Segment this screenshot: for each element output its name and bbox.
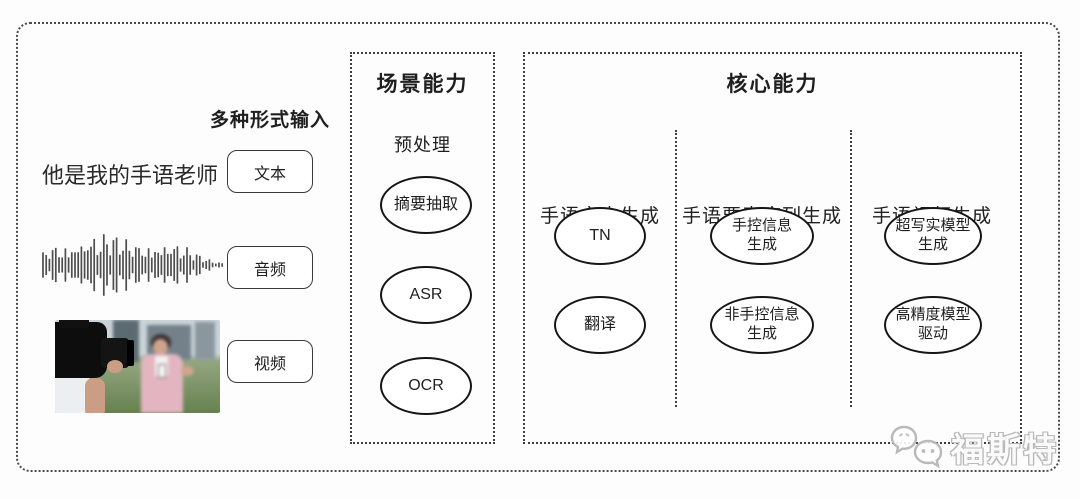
node-translation: 翻译 [554,296,646,354]
reporter-hand [181,366,194,376]
cameraman-hand [107,360,123,373]
scene-capability-box: 场景能力 预处理 摘要抽取 ASR OCR [350,52,495,444]
cameraman-arm [85,378,105,413]
camera-lens-ring [127,340,134,366]
video-input-photo [55,320,220,413]
building-shape [195,322,215,360]
node-high-precision-model-driving: 高精度模型 驱动 [884,296,982,354]
outer-dotted-frame [16,22,1060,472]
camera-top [59,320,89,328]
core-capability-box: 核心能力 手语文本生成 手语要素序列生成 手语视频生成 TN 翻译 手控信息 生… [523,52,1022,444]
node-asr: ASR [380,266,472,324]
sample-text: 他是我的手语老师 [42,163,219,188]
input-box-audio-label: 音频 [253,261,286,279]
input-box-text-label: 文本 [253,165,286,183]
reporter-head [153,339,168,355]
chat-bubbles-icon [890,425,943,469]
node-non-manual-info-generation: 非手控信息 生成 [710,296,814,354]
input-box-video: 视频 [227,340,313,383]
node-summary-extraction: 摘要抽取 [380,176,472,234]
node-hyperreal-model-generation: 超写实模型 生成 [884,207,982,265]
core-capability-title: 核心能力 [726,73,819,96]
preprocess-label: 预处理 [394,135,451,155]
input-box-audio: 音频 [227,246,313,289]
node-ocr: OCR [380,357,472,415]
input-box-video-label: 视频 [253,355,286,373]
node-tn: TN [554,207,646,265]
watermark: 福斯特 [890,423,1059,471]
column-divider [675,130,677,407]
camera-body [55,322,107,378]
scene-capability-title: 场景能力 [376,73,469,96]
input-box-text: 文本 [227,150,313,193]
watermark-text: 福斯特 [951,431,1059,468]
node-manual-info-generation: 手控信息 生成 [710,207,814,265]
audio-waveform-icon [42,234,224,296]
reporter-microphone [158,364,166,378]
photo-background [55,320,220,413]
input-section-label: 多种形式输入 [209,110,330,131]
column-divider [850,130,852,407]
